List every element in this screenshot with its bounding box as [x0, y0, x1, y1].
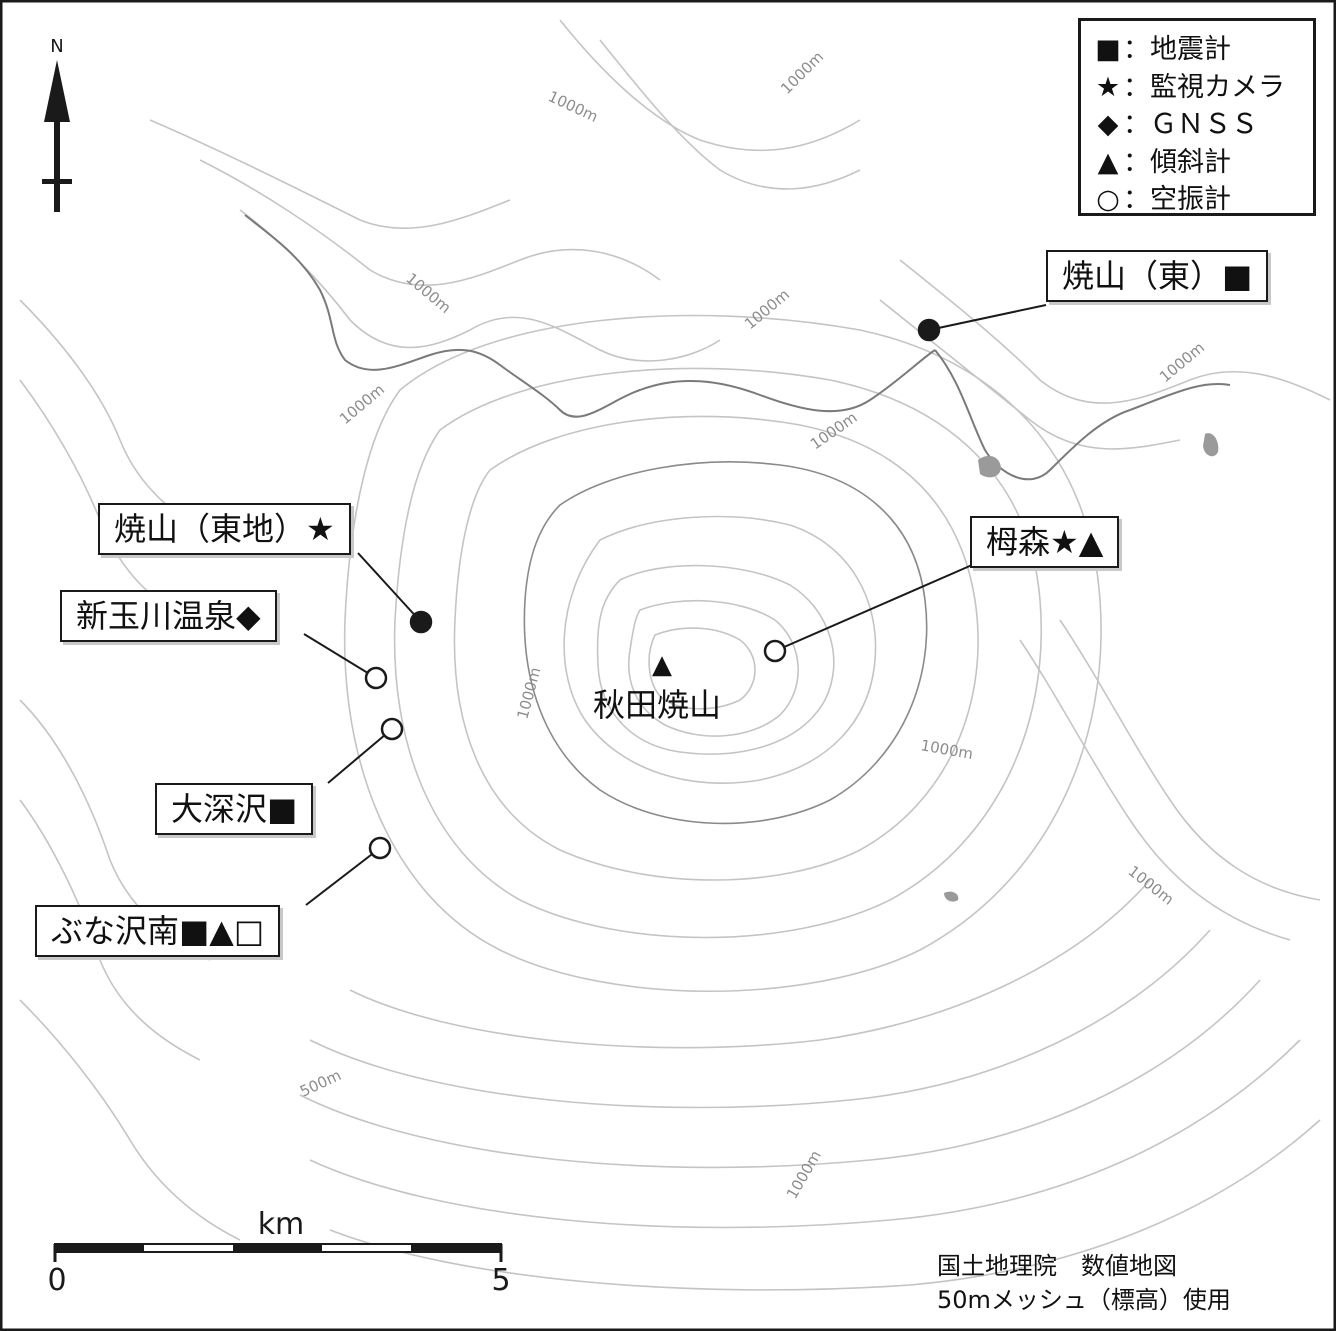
leader-lines — [303, 304, 1047, 906]
seismometer-station-marker — [380, 717, 404, 741]
contour-1000m — [244, 214, 1231, 481]
station-label-ofukasawa: 大深沢■ — [155, 783, 314, 835]
north-arrow: N — [42, 36, 72, 212]
legend-label: ：ＧＮＳＳ — [1123, 109, 1258, 140]
diamond-icon: ◆ — [1097, 109, 1119, 140]
gnss-station-marker — [364, 666, 388, 690]
legend-label: ：地震計 — [1123, 34, 1231, 65]
legend-label: ：傾斜計 — [1123, 146, 1231, 178]
station-markers — [364, 318, 941, 860]
data-source-credit-line2: 50mメッシュ（標高）使用 — [937, 1286, 1231, 1314]
seismometer-station-marker — [917, 318, 941, 342]
station-label-tsugamori: 栂森★▲ — [970, 516, 1120, 568]
station-label-yakeyama-higashi: 焼山（東）■ — [1046, 250, 1269, 302]
data-source-credit-line1: 国土地理院 数値地図 — [937, 1252, 1177, 1280]
scale-end: 5 — [491, 1263, 510, 1298]
scale-start: 0 — [47, 1263, 66, 1298]
water-bodies — [944, 433, 1219, 902]
scale-unit: km — [258, 1207, 305, 1242]
camera-station-marker — [409, 610, 433, 634]
legend-item-seismometer: ■：地震計 — [1093, 31, 1313, 69]
station-label-bunasawa-minami: ぶな沢南■▲□ — [35, 905, 281, 957]
station-label-shintamagawa-onsen: 新玉川温泉◆ — [60, 590, 277, 642]
seismometer-station-marker — [368, 836, 392, 860]
legend-item-infrasound: ○：空振計 — [1093, 181, 1313, 219]
legend-item-gnss: ◆：ＧＮＳＳ — [1093, 106, 1313, 144]
north-label: N — [50, 36, 63, 57]
legend-item-tiltmeter: ▲：傾斜計 — [1093, 144, 1313, 182]
station-label-yakeyama-higashichi: 焼山（東地）★ — [98, 503, 351, 555]
legend-item-camera: ★：監視カメラ — [1093, 69, 1313, 107]
circle-outline-icon: ○ — [1096, 184, 1120, 215]
summit-label: 秋田焼山 — [593, 686, 722, 724]
summit-marker: ▲ — [652, 650, 672, 680]
square-filled-icon: ■ — [1095, 34, 1121, 65]
infrasound-station-marker — [763, 639, 787, 663]
contour-lines — [19, 19, 1331, 1291]
star-icon: ★ — [1095, 71, 1121, 103]
legend: ■：地震計 ★：監視カメラ ◆：ＧＮＳＳ ▲：傾斜計 ○：空振計 — [1078, 18, 1316, 216]
scale-bar: km 0 5 — [47, 1207, 510, 1298]
legend-label: ：監視カメラ — [1123, 71, 1285, 103]
triangle-icon: ▲ — [1097, 146, 1119, 178]
legend-label: ：空振計 — [1123, 184, 1231, 215]
